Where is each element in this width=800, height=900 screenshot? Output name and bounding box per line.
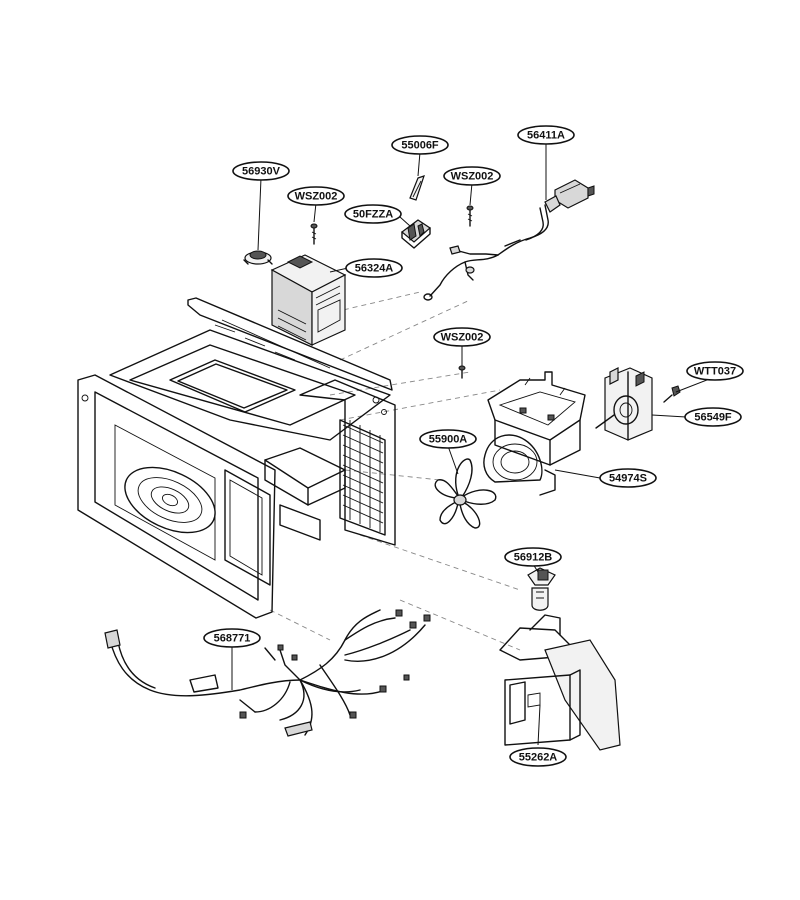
callout-oval: [345, 258, 403, 278]
callout-label: 55900A: [429, 434, 468, 446]
screw-part-a: [310, 223, 318, 245]
callout-oval: [599, 468, 657, 488]
callout-56549f: 56549F: [684, 407, 742, 427]
callout-label: 50FZZA: [353, 209, 393, 221]
callout-568771: 568771: [203, 628, 261, 648]
callout-oval: [287, 186, 345, 206]
thermostat-part: [243, 250, 273, 265]
vent-grid: [342, 420, 384, 532]
screw-part-c: [458, 365, 466, 379]
callout-oval: [433, 327, 491, 347]
callout-wsz002-a: WSZ002: [287, 186, 345, 206]
high-voltage-transformer: [270, 254, 347, 346]
callout-label: 56549F: [694, 412, 732, 424]
assembly-guide-lines: [269, 291, 521, 651]
lamp-part: [527, 567, 556, 611]
screw-part-b: [466, 205, 474, 227]
callout-label: WSZ002: [441, 332, 484, 344]
callout-56930v: 56930V: [232, 161, 290, 181]
fan-bracket-part: [483, 371, 586, 496]
leader-lines: [231, 143, 713, 746]
callout-label: 55006F: [401, 140, 439, 152]
fan-blade-part: [434, 458, 497, 529]
callout-label: 56411A: [527, 130, 565, 142]
callout-label: 568771: [214, 633, 251, 645]
callout-oval: [344, 204, 402, 224]
fan-motor-part: [595, 367, 653, 441]
callout-label: WSZ002: [295, 191, 338, 203]
air-guide-part: [499, 614, 621, 751]
callout-oval: [232, 161, 290, 181]
callout-oval: [684, 407, 742, 427]
callout-label: 55262A: [519, 752, 558, 764]
callout-labels: 56930V WSZ002 50FZZA 55006F WSZ002 56411A 5632…: [203, 125, 744, 767]
callout-50fzza: 50FZZA: [344, 204, 402, 224]
callout-oval: [391, 135, 449, 155]
callout-oval: [203, 628, 261, 648]
callout-oval: [504, 547, 562, 567]
callout-56324a: 56324A: [345, 258, 403, 278]
callout-label: WSZ002: [451, 171, 494, 183]
fuse-part: [409, 175, 425, 201]
callout-oval: [509, 747, 567, 767]
callout-label: WTT037: [694, 366, 736, 378]
callout-oval: [517, 125, 575, 145]
callout-wsz002-c: WSZ002: [433, 327, 491, 347]
callout-label: 56930V: [242, 166, 281, 178]
callout-label: 54974S: [609, 473, 647, 485]
fuse-holder-part: [401, 219, 431, 249]
callout-54974s: 54974S: [599, 468, 657, 488]
callout-56411a: 56411A: [517, 125, 575, 145]
callout-oval: [686, 361, 744, 381]
callout-label: 56324A: [355, 263, 394, 275]
power-cord-part: [423, 179, 595, 301]
callout-56912b: 56912B: [504, 547, 562, 567]
callout-55900a: 55900A: [419, 429, 477, 449]
callout-label: 56912B: [514, 552, 553, 564]
oven-cavity-chassis: [77, 297, 396, 619]
wire-harness-part: [104, 609, 431, 737]
callout-wtt037: WTT037: [686, 361, 744, 381]
callout-55262a: 55262A: [509, 747, 567, 767]
callout-oval: [419, 429, 477, 449]
callout-oval: [443, 166, 501, 186]
callout-55006f: 55006F: [391, 135, 449, 155]
callout-wsz002-b: WSZ002: [443, 166, 501, 186]
screw-part-d: [663, 385, 681, 403]
